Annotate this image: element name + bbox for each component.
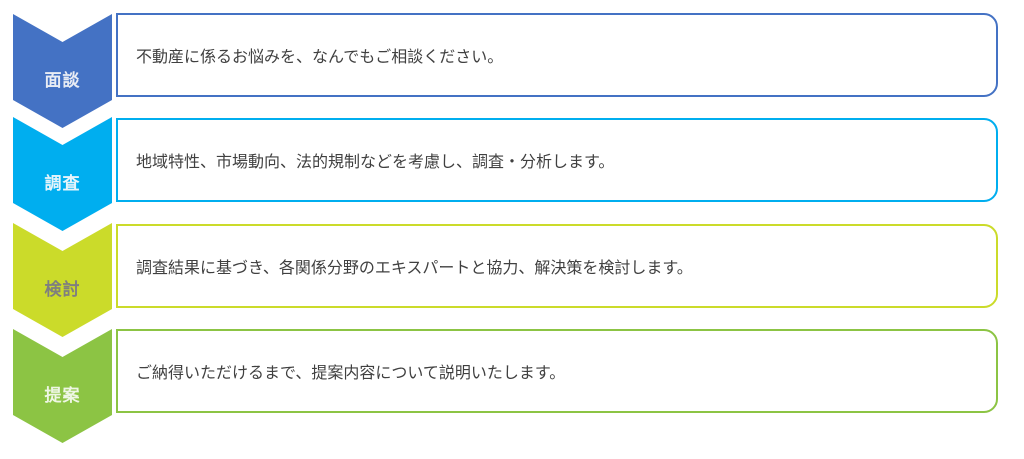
step-chevron-interview: 面談 <box>13 14 112 128</box>
step-chevron-review: 検討 <box>13 223 112 337</box>
step-description-box: 調査結果に基づき、各関係分野のエキスパートと協力、解決策を検討します。 <box>116 224 998 308</box>
step-description: ご納得いただけるまで、提案内容について説明いたします。 <box>136 363 566 382</box>
step-label: 面談 <box>44 71 81 91</box>
step-description-box: ご納得いただけるまで、提案内容について説明いたします。 <box>116 329 998 413</box>
step-description-box: 地域特性、市場動向、法的規制などを考慮し、調査・分析します。 <box>116 118 998 202</box>
chevron-down-shape-icon <box>13 329 112 443</box>
step-description-box: 不動産に係るお悩みを、なんでもご相談ください。 <box>116 13 998 97</box>
step-description: 地域特性、市場動向、法的規制などを考慮し、調査・分析します。 <box>136 152 615 171</box>
step-chevron-research: 調査 <box>13 117 112 231</box>
chevron-down-shape-icon <box>13 117 112 231</box>
step-label: 調査 <box>44 174 81 194</box>
step-description: 調査結果に基づき、各関係分野のエキスパートと協力、解決策を検討します。 <box>136 258 693 277</box>
step-chevron-proposal: 提案 <box>13 329 112 443</box>
step-label: 検討 <box>44 280 81 300</box>
chevron-down-shape-icon <box>13 223 112 337</box>
step-description: 不動産に係るお悩みを、なんでもご相談ください。 <box>136 47 504 66</box>
chevron-down-shape-icon <box>13 14 112 128</box>
step-label: 提案 <box>44 386 81 406</box>
